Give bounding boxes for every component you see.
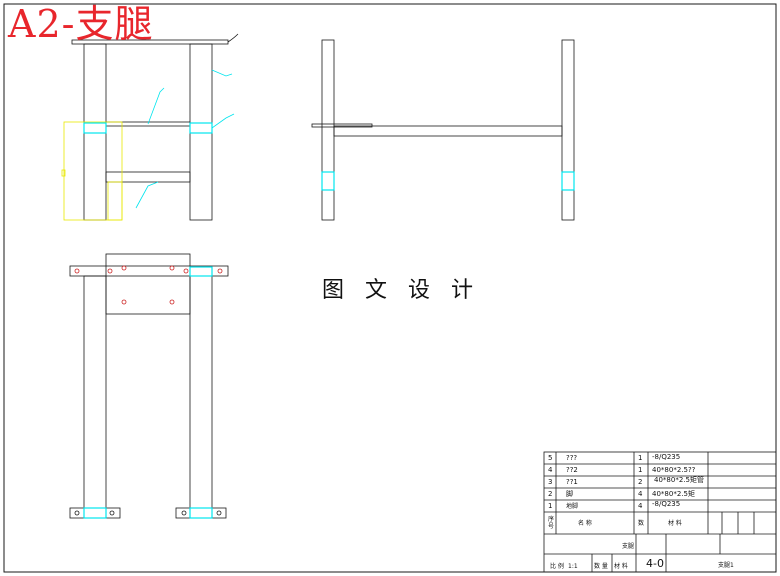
bom-row-4-idx: 4 [548, 466, 553, 474]
bom-row-1-name: 地脚 [566, 503, 579, 510]
bom-row-5-idx: 5 [548, 454, 553, 462]
bom-row-3-material: 40*80*2.5矩管 [654, 476, 704, 484]
bom-row-2-material: 40*80*2.5矩 [652, 490, 695, 498]
bom-row-1-qty: 4 [638, 502, 643, 510]
titleblock-label-b: 材 料 [614, 563, 628, 570]
bom-header-material: 材 料 [668, 520, 682, 527]
titleblock-scale-value: 1:1 [568, 563, 578, 570]
bom-row-5-name: ??? [566, 454, 578, 462]
bom-row-5-material: -8/Q235 [652, 453, 681, 461]
titleblock-scale-label: 比 例 [550, 563, 564, 570]
bom-row-3-qty: 2 [638, 478, 643, 486]
center-watermark-text: 图 文 设 计 [322, 278, 480, 303]
bom-row-2-name: 脚 [566, 490, 573, 498]
bom-row-5-qty: 1 [638, 454, 643, 462]
drawing-title: A2-支腿 [8, 2, 154, 46]
bom-row-1-idx: 1 [548, 502, 553, 510]
bom-row-4-name: ??2 [566, 466, 578, 474]
bom-row-2-idx: 2 [548, 490, 553, 498]
bom-row-3-idx: 3 [548, 478, 553, 486]
drawing-frame [3, 3, 777, 573]
plan-view [69, 253, 229, 519]
bom-row-1-material: -8/Q235 [652, 500, 681, 508]
bom-header-qty: 数 [638, 520, 645, 527]
titleblock-part-name: 支腿 [622, 543, 635, 550]
bom-row-4-qty: 1 [638, 466, 643, 474]
bom-row-3-name: ??1 [566, 478, 578, 486]
bom-header-name: 名 称 [578, 520, 592, 527]
side-view [311, 39, 575, 221]
front-view [61, 33, 239, 221]
bom-row-4-material: 40*80*2.5?? [652, 466, 696, 474]
titleblock-label-a: 数 量 [594, 563, 608, 570]
titleblock-drawing-no: 4-0 [646, 557, 664, 570]
bom-row-2-qty: 4 [638, 490, 643, 498]
titleblock-right-label: 支腿1 [718, 562, 734, 569]
title-block [543, 451, 777, 573]
bom-header-idx: 序号 [548, 516, 555, 530]
